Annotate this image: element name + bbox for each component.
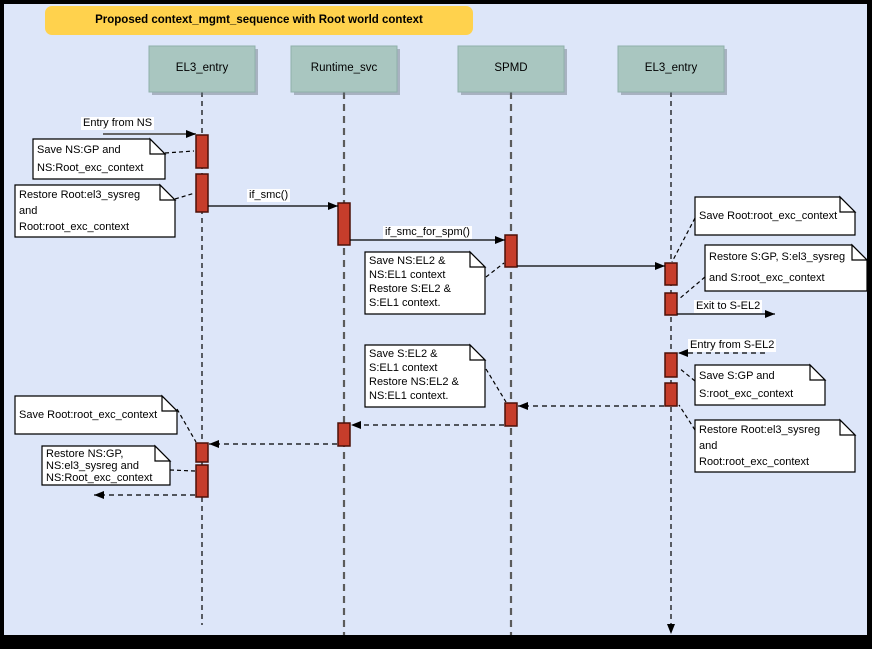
note xyxy=(694,364,826,406)
frame-border-bottom xyxy=(0,635,872,649)
note-connector xyxy=(485,368,507,403)
note xyxy=(694,419,856,473)
arrowhead-icon xyxy=(667,624,675,634)
note-fold-icon xyxy=(469,250,487,268)
note-fold-icon xyxy=(839,195,857,213)
arrowhead-icon xyxy=(186,130,196,138)
note-connector xyxy=(678,276,706,300)
activation-bar xyxy=(195,173,209,213)
note-fold-icon xyxy=(469,343,487,361)
arrowhead-icon xyxy=(94,491,104,499)
activation-bar xyxy=(337,422,351,447)
note-connector xyxy=(169,469,196,472)
activation-bar xyxy=(664,262,678,286)
arrowhead-icon xyxy=(518,402,528,410)
activation-bar xyxy=(664,292,678,316)
activation-bar xyxy=(337,202,351,246)
note-fold-icon xyxy=(851,243,869,261)
arrowhead-icon xyxy=(209,440,219,448)
note-fold-icon xyxy=(159,183,177,201)
activation-bar xyxy=(504,402,518,427)
note xyxy=(694,196,856,236)
arrowhead-icon xyxy=(328,202,338,210)
note-fold-icon xyxy=(154,444,172,462)
participant-box xyxy=(617,45,725,93)
note-connector xyxy=(485,262,505,278)
frame-border-top xyxy=(0,0,872,4)
note-connector xyxy=(678,404,696,431)
note-connector xyxy=(164,150,195,154)
activation-bar xyxy=(195,464,209,498)
note-connector xyxy=(176,408,197,443)
activation-bar xyxy=(664,382,678,407)
note xyxy=(14,395,178,435)
note-connector xyxy=(174,192,196,200)
frame-border-left xyxy=(0,0,4,649)
note xyxy=(364,344,486,408)
note xyxy=(704,244,868,292)
note xyxy=(364,251,486,315)
activation-bar xyxy=(504,234,518,268)
participant-box xyxy=(457,45,565,93)
activation-bar xyxy=(195,442,209,463)
activation-bar xyxy=(195,134,209,169)
arrowhead-icon xyxy=(655,262,665,270)
note xyxy=(32,138,166,180)
note-fold-icon xyxy=(161,394,179,412)
participant-box xyxy=(290,45,398,93)
arrowhead-icon xyxy=(351,421,361,429)
note-connector xyxy=(678,367,696,382)
activation-bar xyxy=(664,352,678,378)
note-fold-icon xyxy=(839,418,857,436)
note xyxy=(14,184,176,238)
note-connector xyxy=(671,217,696,263)
arrowhead-icon xyxy=(678,349,688,357)
arrowhead-icon xyxy=(765,310,775,318)
arrowhead-icon xyxy=(495,236,505,244)
participant-box xyxy=(148,45,256,93)
frame-border-right xyxy=(867,0,872,649)
note-fold-icon xyxy=(149,137,167,155)
note-fold-icon xyxy=(809,363,827,381)
note xyxy=(41,445,171,486)
diagram-title: Proposed context_mgmt_sequence with Root… xyxy=(45,6,473,35)
